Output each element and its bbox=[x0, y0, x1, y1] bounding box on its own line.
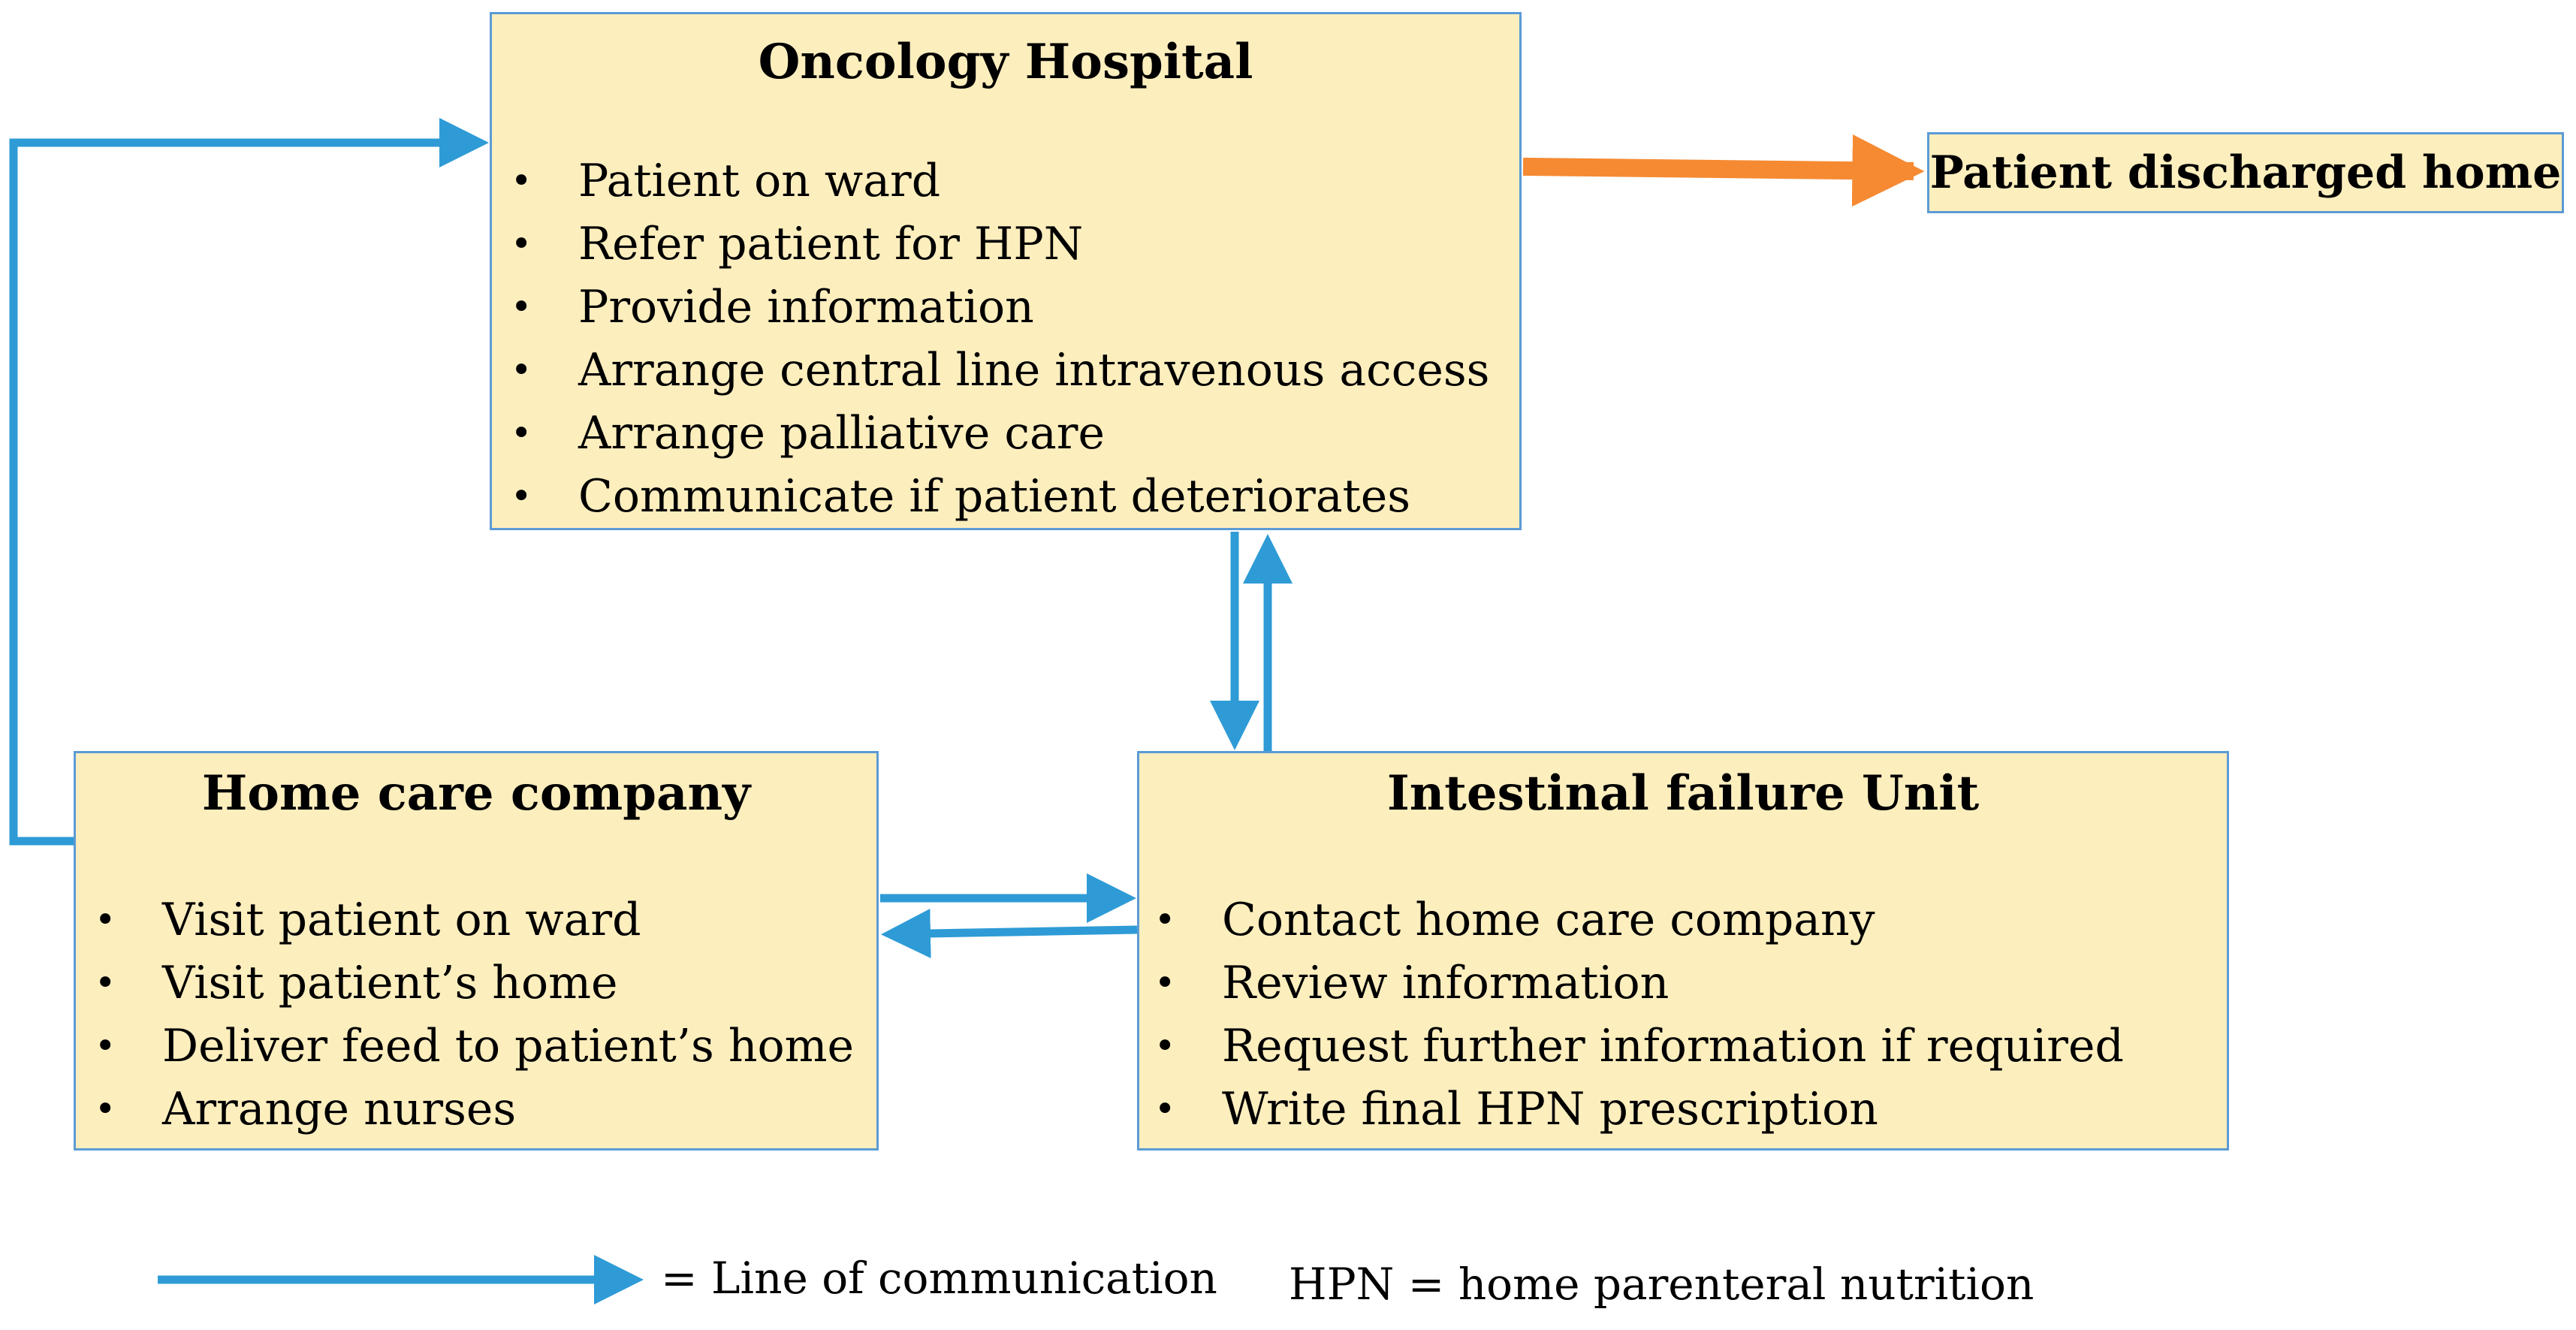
legend-abbreviation: HPN = home parenteral nutrition bbox=[1289, 1259, 2035, 1310]
list-item: Review information bbox=[1154, 952, 2124, 1015]
list-item: Patient on ward bbox=[511, 149, 1489, 213]
intestinal-failure-unit-box: Intestinal failure Unit Contact home car… bbox=[1137, 751, 2229, 1151]
list-item: Request further information if required bbox=[1154, 1015, 2124, 1078]
list-item: Provide information bbox=[511, 276, 1489, 339]
intestinal-failure-unit-list: Contact home care company Review informa… bbox=[1154, 888, 2124, 1141]
list-item: Communicate if patient deteriorates bbox=[511, 465, 1489, 528]
legend-line-label: = Line of communication bbox=[661, 1253, 1217, 1304]
arrow-oncology-to-discharge bbox=[1522, 134, 1925, 207]
arrow-ifu-to-homecare bbox=[881, 909, 1138, 958]
list-item: Deliver feed to patient’s home bbox=[95, 1015, 854, 1078]
list-item: Refer patient for HPN bbox=[511, 213, 1489, 276]
list-item: Arrange palliative care bbox=[511, 402, 1489, 465]
home-care-company-box: Home care company Visit patient on ward … bbox=[74, 751, 879, 1151]
patient-discharged-box: Patient discharged home bbox=[1927, 132, 2564, 213]
list-item: Visit patient’s home bbox=[95, 952, 854, 1015]
list-item: Visit patient on ward bbox=[95, 888, 854, 952]
list-item: Contact home care company bbox=[1154, 888, 2124, 952]
list-item: Arrange nurses bbox=[95, 1078, 854, 1141]
home-care-company-title: Home care company bbox=[201, 765, 751, 822]
oncology-hospital-title: Oncology Hospital bbox=[758, 34, 1253, 90]
oncology-hospital-list: Patient on ward Refer patient for HPN Pr… bbox=[511, 149, 1489, 528]
intestinal-failure-unit-title: Intestinal failure Unit bbox=[1386, 765, 1980, 822]
list-item: Write final HPN prescription bbox=[1154, 1078, 2124, 1141]
oncology-hospital-box: Oncology Hospital Patient on ward Refer … bbox=[490, 12, 1522, 530]
list-item: Arrange central line intravenous access bbox=[511, 339, 1489, 402]
home-care-company-list: Visit patient on ward Visit patient’s ho… bbox=[95, 888, 854, 1141]
arrow-homecare-to-oncology bbox=[9, 118, 489, 846]
